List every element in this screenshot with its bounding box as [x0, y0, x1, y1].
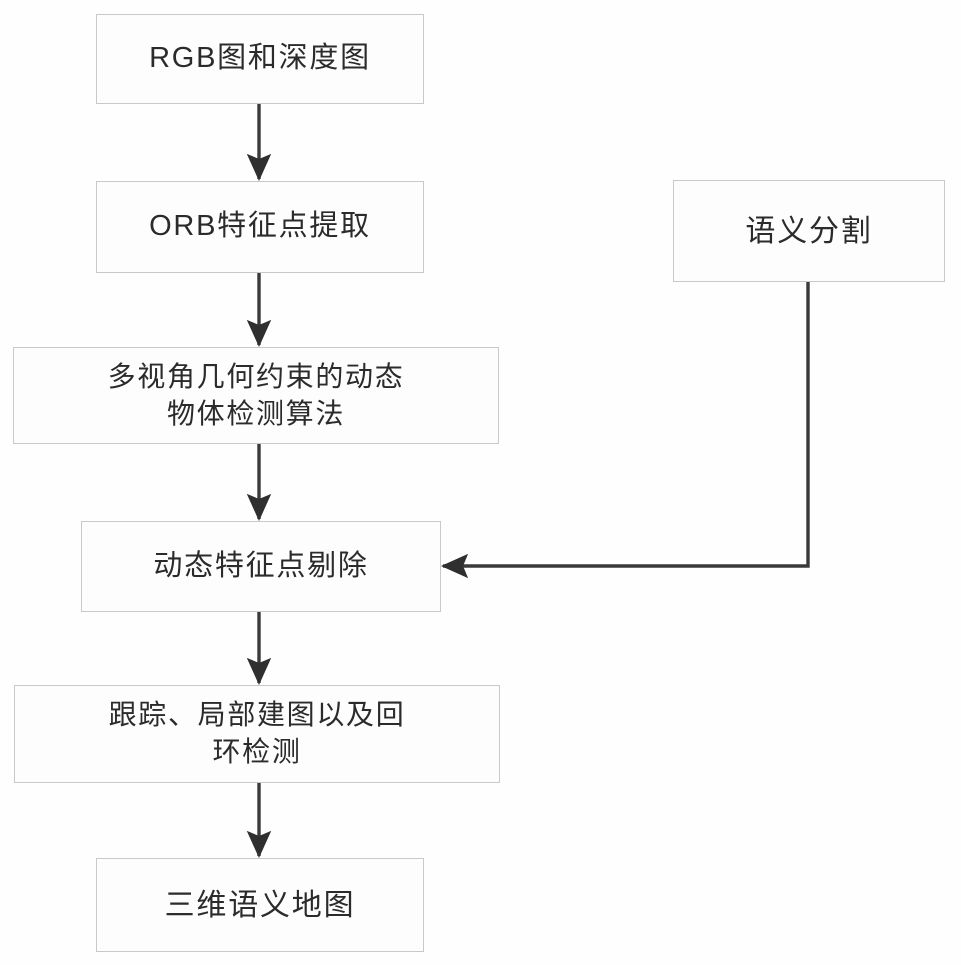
- node-rgb-depth[interactable]: RGB图和深度图: [96, 14, 424, 104]
- node-semantic-segmentation-label: 语义分割: [745, 214, 873, 248]
- node-3d-semantic-map[interactable]: 三维语义地图: [96, 858, 424, 952]
- node-dynamic-object-detection[interactable]: 多视角几何约束的动态 物体检测算法: [13, 347, 499, 444]
- node-orb-feature-extraction-label: ORB特征点提取: [149, 210, 371, 243]
- node-dynamic-feature-removal[interactable]: 动态特征点剔除: [81, 521, 441, 612]
- node-dynamic-feature-removal-label: 动态特征点剔除: [153, 549, 369, 582]
- node-rgb-depth-label: RGB图和深度图: [149, 42, 371, 75]
- node-semantic-segmentation[interactable]: 语义分割: [673, 180, 945, 282]
- node-orb-feature-extraction[interactable]: ORB特征点提取: [96, 181, 424, 273]
- node-tracking-mapping-loop-closure[interactable]: 跟踪、局部建图以及回 环检测: [14, 685, 500, 783]
- node-3d-semantic-map-label: 三维语义地图: [164, 888, 356, 922]
- node-dynamic-object-detection-label: 多视角几何约束的动态 物体检测算法: [107, 360, 405, 429]
- node-tracking-mapping-loop-closure-label: 跟踪、局部建图以及回 环检测: [108, 699, 406, 767]
